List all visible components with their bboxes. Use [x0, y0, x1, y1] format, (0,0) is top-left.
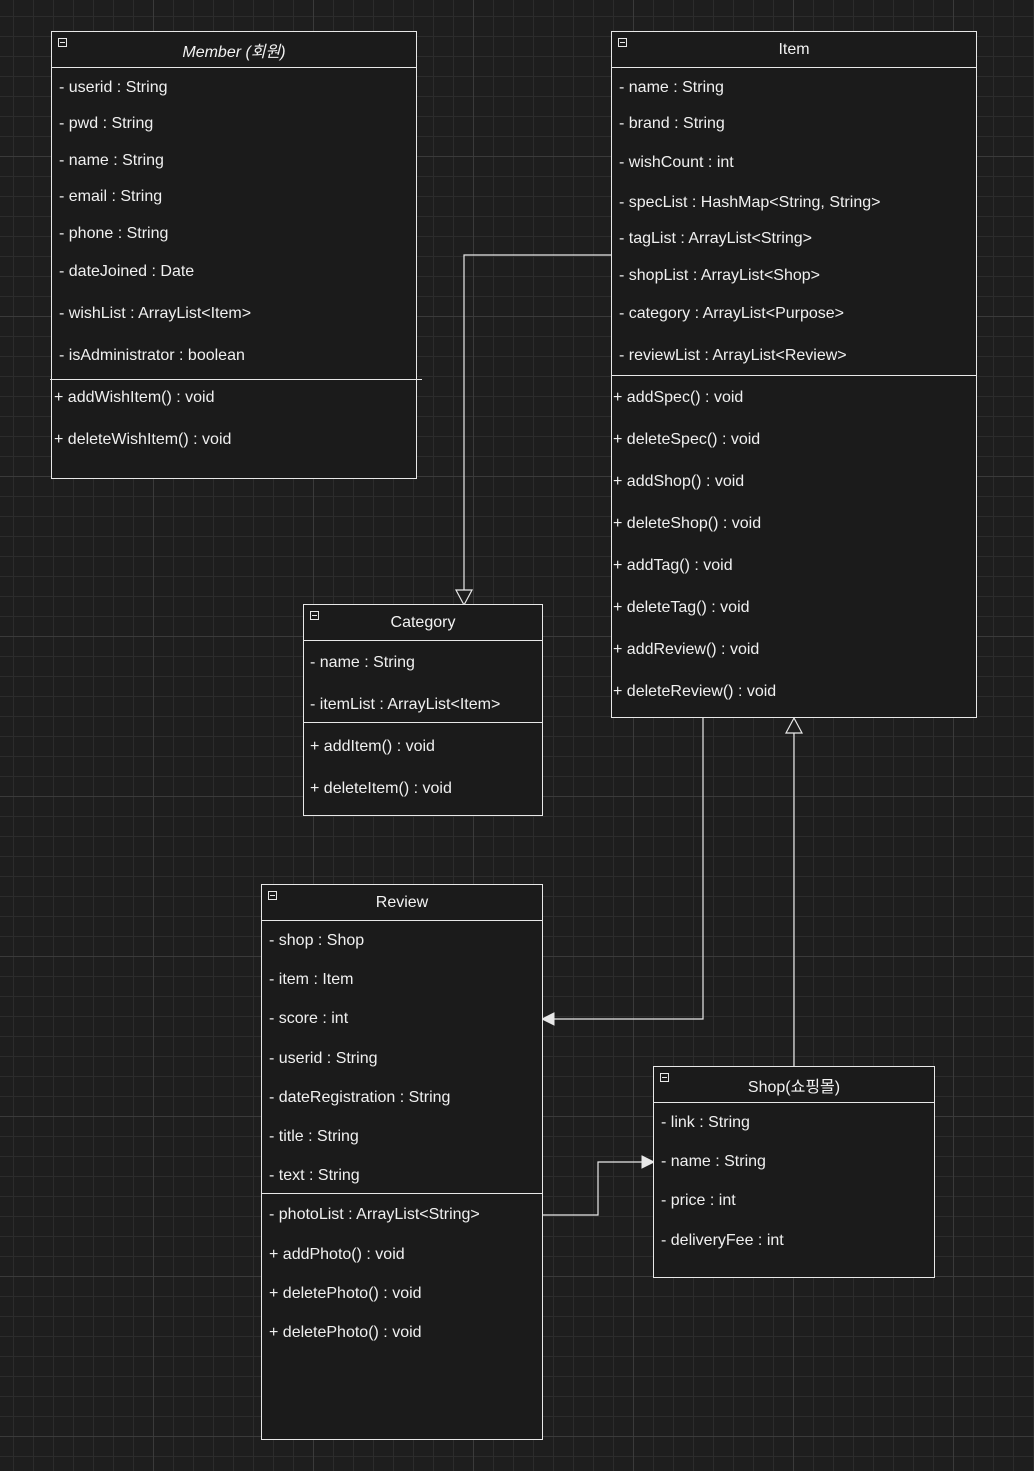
method-row: + deleteWishItem() : void	[54, 431, 232, 448]
method-row: + addTag() : void	[613, 557, 733, 574]
edge-review-shop	[542, 1161, 647, 1216]
attribute-row: - name : String	[619, 79, 724, 96]
attribute-row: - wishList : ArrayList<Item>	[59, 305, 252, 322]
attribute-row: - isAdministrator : boolean	[59, 347, 245, 364]
attribute-row: - item : Item	[269, 971, 354, 988]
divider	[654, 1102, 934, 1103]
method-row: + addSpec() : void	[613, 389, 744, 406]
collapse-toggle-icon[interactable]	[310, 611, 319, 620]
open-arrowhead-icon	[641, 1155, 656, 1169]
class-title: Review	[375, 894, 429, 911]
class-category[interactable]: Category - name : String - itemList : Ar…	[303, 604, 543, 816]
attribute-row: - deliveryFee : int	[661, 1232, 784, 1249]
edge-item-review	[549, 717, 704, 1020]
attribute-row: - dateRegistration : String	[269, 1089, 451, 1106]
method-row: + deleteReview() : void	[613, 683, 777, 700]
method-row: - photoList : ArrayList<String>	[269, 1206, 480, 1223]
divider	[612, 67, 976, 68]
hollow-triangle-arrowhead-icon	[785, 716, 803, 734]
divider	[304, 722, 542, 723]
attribute-row: - wishCount : int	[619, 154, 734, 171]
method-row: + deleteSpec() : void	[613, 431, 761, 448]
divider	[52, 67, 416, 68]
attribute-row: - name : String	[310, 654, 415, 671]
collapse-toggle-icon[interactable]	[58, 38, 67, 47]
attribute-row: - itemList : ArrayList<Item>	[310, 696, 501, 713]
attribute-row: - phone : String	[59, 225, 169, 242]
class-title: Shop(쇼핑몰)	[747, 1079, 841, 1096]
attribute-row: - userid : String	[269, 1050, 378, 1067]
attribute-row: - link : String	[661, 1114, 750, 1131]
attribute-row: - reviewList : ArrayList<Review>	[619, 347, 847, 364]
class-title: Member (회원)	[182, 44, 286, 61]
attribute-row: - shop : Shop	[269, 932, 365, 949]
class-shop[interactable]: Shop(쇼핑몰) - link : String - name : Strin…	[653, 1066, 935, 1278]
collapse-toggle-icon[interactable]	[660, 1073, 669, 1082]
method-row: + deletePhoto() : void	[269, 1285, 422, 1302]
method-row: + addPhoto() : void	[269, 1246, 405, 1263]
divider	[612, 375, 976, 376]
method-row: + deleteTag() : void	[613, 599, 750, 616]
method-row: + addItem() : void	[310, 738, 435, 755]
class-review[interactable]: Review - shop : Shop - item : Item - sco…	[261, 884, 543, 1440]
attribute-row: - name : String	[661, 1153, 766, 1170]
attribute-row: - category : ArrayList<Purpose>	[619, 305, 844, 322]
method-row: + addShop() : void	[613, 473, 745, 490]
divider	[50, 379, 422, 380]
attribute-row: - shopList : ArrayList<Shop>	[619, 267, 820, 284]
attribute-row: - tagList : ArrayList<String>	[619, 230, 812, 247]
collapse-toggle-icon[interactable]	[268, 891, 277, 900]
class-member[interactable]: Member (회원) - userid : String - pwd : St…	[50, 31, 422, 479]
attribute-row: - pwd : String	[59, 115, 154, 132]
edge-item-category	[463, 254, 612, 591]
class-title: Item	[778, 41, 810, 58]
attribute-row: - price : int	[661, 1192, 736, 1209]
attribute-row: - brand : String	[619, 115, 725, 132]
attribute-row: - title : String	[269, 1128, 359, 1145]
attribute-row: - email : String	[59, 188, 163, 205]
attribute-row: - dateJoined : Date	[59, 263, 195, 280]
attribute-row: - text : String	[269, 1167, 360, 1184]
divider	[262, 920, 542, 921]
method-row: + addWishItem() : void	[54, 389, 215, 406]
class-title: Category	[390, 614, 456, 631]
attribute-row: - specList : HashMap<String, String>	[619, 194, 881, 211]
method-row: + addReview() : void	[613, 641, 760, 658]
divider	[304, 640, 542, 641]
class-item[interactable]: Item - name : String - brand : String - …	[611, 31, 977, 718]
method-row: + deleteItem() : void	[310, 780, 452, 797]
method-row: + deleteShop() : void	[613, 515, 762, 532]
attribute-row: - name : String	[59, 152, 164, 169]
divider	[262, 1193, 542, 1194]
collapse-toggle-icon[interactable]	[618, 38, 627, 47]
method-row: + deletePhoto() : void	[269, 1324, 422, 1341]
open-arrowhead-icon	[540, 1012, 555, 1026]
hollow-triangle-arrowhead-icon	[455, 589, 473, 607]
attribute-row: - userid : String	[59, 79, 168, 96]
attribute-row: - score : int	[269, 1010, 349, 1027]
